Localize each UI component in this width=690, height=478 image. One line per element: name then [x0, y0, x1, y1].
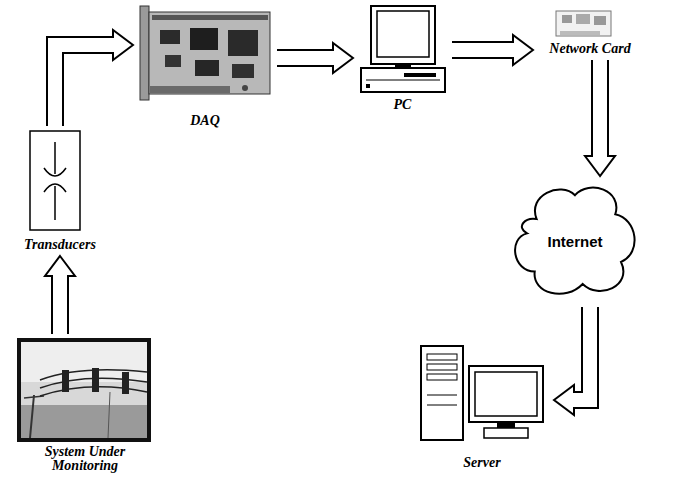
- arrow-inner: [593, 60, 607, 159]
- pc-picture: [361, 6, 445, 92]
- cloud-shape: [515, 188, 634, 294]
- hollow-arrow: [45, 256, 75, 334]
- pc-node: PC: [355, 2, 450, 114]
- arrow-inner: [277, 51, 336, 65]
- server-picture: [421, 346, 543, 440]
- node-label: Server: [461, 455, 502, 472]
- daq-node: DAQ: [135, 4, 275, 130]
- arrow-inner: [55, 45, 116, 126]
- hollow-arrow: [554, 307, 590, 415]
- node-label: PC: [392, 97, 414, 114]
- hollow-arrow: [277, 43, 353, 73]
- arrow-inner: [571, 307, 590, 400]
- transducer-node: Transducers: [5, 128, 115, 254]
- arrow-inner: [53, 273, 67, 334]
- system-node: System Under Monitoring: [8, 336, 162, 475]
- internet-cloud: Internet: [505, 178, 645, 305]
- network-card-picture: [556, 11, 611, 36]
- network-card-node: Network Card: [535, 6, 645, 58]
- arrow-inner: [452, 43, 516, 57]
- server-node: Server: [412, 338, 552, 472]
- hollow-arrow: [585, 60, 615, 176]
- daq-card-picture: [140, 6, 270, 100]
- arrow-outline: [55, 45, 113, 126]
- node-label: Internet: [545, 233, 604, 251]
- hollow-arrow: [452, 35, 533, 65]
- hollow-arrow: [55, 30, 133, 126]
- node-label: System Under Monitoring: [20, 444, 150, 475]
- transformer-symbol: [30, 131, 80, 230]
- node-label: Network Card: [547, 41, 632, 58]
- node-label: DAQ: [188, 113, 222, 130]
- node-label: Transducers: [22, 237, 98, 254]
- power-line-photo: [19, 340, 149, 440]
